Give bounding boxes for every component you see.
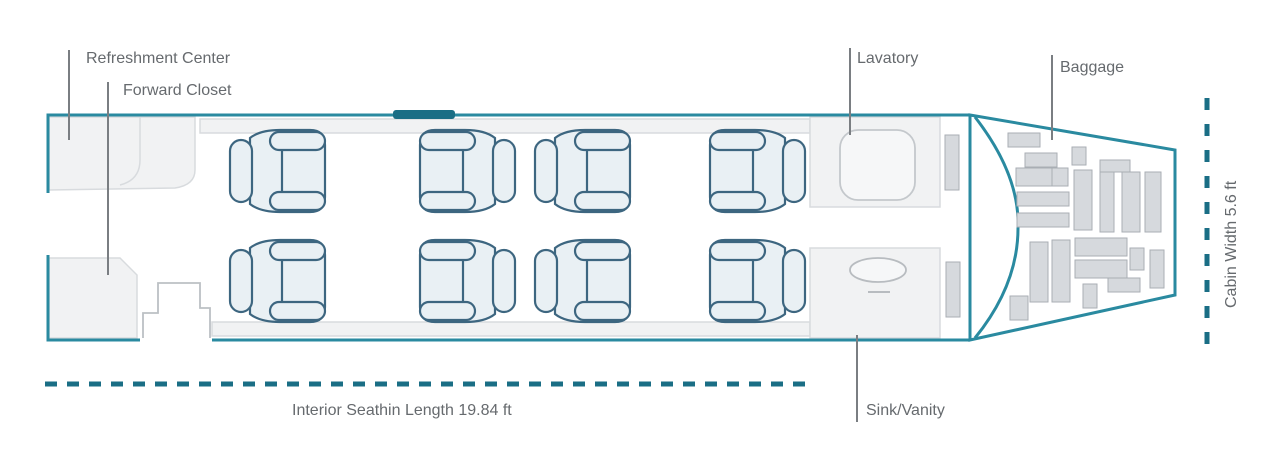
seat xyxy=(418,238,517,324)
forward-closet xyxy=(48,257,138,339)
label-sink-vanity: Sink/Vanity xyxy=(866,402,945,419)
window-marker xyxy=(393,110,455,119)
label-lavatory: Lavatory xyxy=(857,50,918,67)
seats xyxy=(228,128,807,324)
label-refreshment-center: Refreshment Center xyxy=(86,50,231,67)
label-forward-closet: Forward Closet xyxy=(123,82,232,99)
label-baggage: Baggage xyxy=(1060,59,1124,76)
refreshment-center xyxy=(48,116,196,191)
lavatory xyxy=(809,116,941,208)
fuselage-walls xyxy=(46,113,1177,342)
seat xyxy=(708,128,807,214)
baggage-items xyxy=(1007,132,1165,321)
seat xyxy=(418,128,517,214)
entry-step xyxy=(142,282,211,338)
storage-racks xyxy=(944,134,961,318)
side-ledge-bottom xyxy=(211,321,811,337)
seat xyxy=(708,238,807,324)
seat xyxy=(228,238,327,324)
sink-vanity xyxy=(809,247,941,339)
seat xyxy=(228,128,327,214)
label-cabin-length: Interior Seathin Length 19.84 ft xyxy=(292,402,512,419)
seat xyxy=(533,128,632,214)
label-cabin-width: Cabin Width 5.6 ft xyxy=(1223,180,1240,308)
seat xyxy=(533,238,632,324)
